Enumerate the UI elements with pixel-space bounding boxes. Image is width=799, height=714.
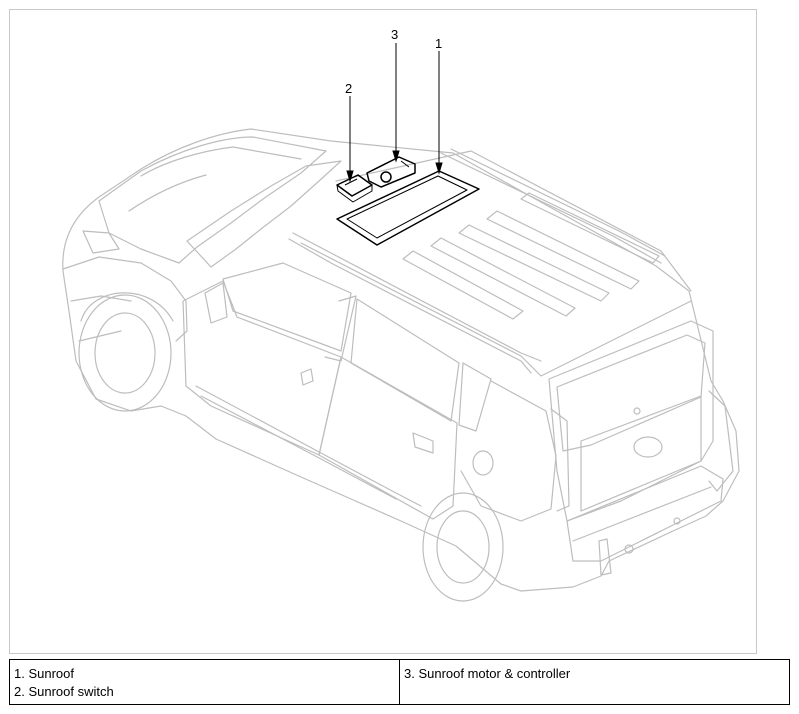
legend-cell-left: 1. Sunroof 2. Sunroof switch <box>9 659 400 705</box>
side-mirror <box>204 282 228 324</box>
sunroof-motor-controller <box>366 156 416 188</box>
rear-bumper <box>566 465 724 562</box>
sunroof-glass <box>336 170 480 246</box>
legend-row: 1. Sunroof 2. Sunroof switch 3. Sunroof … <box>9 659 790 705</box>
rear-side-window <box>350 298 460 422</box>
callout-label-2: 2 <box>345 81 353 96</box>
legend-item-sunroof-switch: 2. Sunroof switch <box>14 684 114 699</box>
callout-label-3: 3 <box>391 27 399 42</box>
front-door <box>182 280 342 456</box>
windshield <box>186 160 342 268</box>
rear-hatch <box>548 320 714 522</box>
front-wheel <box>78 294 172 412</box>
roof-ribs <box>402 192 660 320</box>
rear-wheel <box>422 492 504 602</box>
rear-door <box>318 356 458 520</box>
legend-cell-right: 3. Sunroof motor & controller <box>399 659 790 705</box>
car-body-outline <box>62 128 740 592</box>
roof-rail-right <box>440 152 662 264</box>
front-side-window <box>222 262 352 352</box>
legend-item-sunroof: 1. Sunroof <box>14 666 74 681</box>
parts-legend-table: 1. Sunroof 2. Sunroof switch 3. Sunroof … <box>9 659 790 705</box>
legend-item-sunroof-motor-controller: 3. Sunroof motor & controller <box>404 666 571 681</box>
hood <box>98 136 327 264</box>
rear-window <box>556 334 706 452</box>
callout-label-1: 1 <box>435 36 443 51</box>
vehicle-illustration <box>62 43 740 602</box>
diagram-frame: 1 2 3 <box>9 9 757 654</box>
roof-rail-left <box>288 238 532 374</box>
